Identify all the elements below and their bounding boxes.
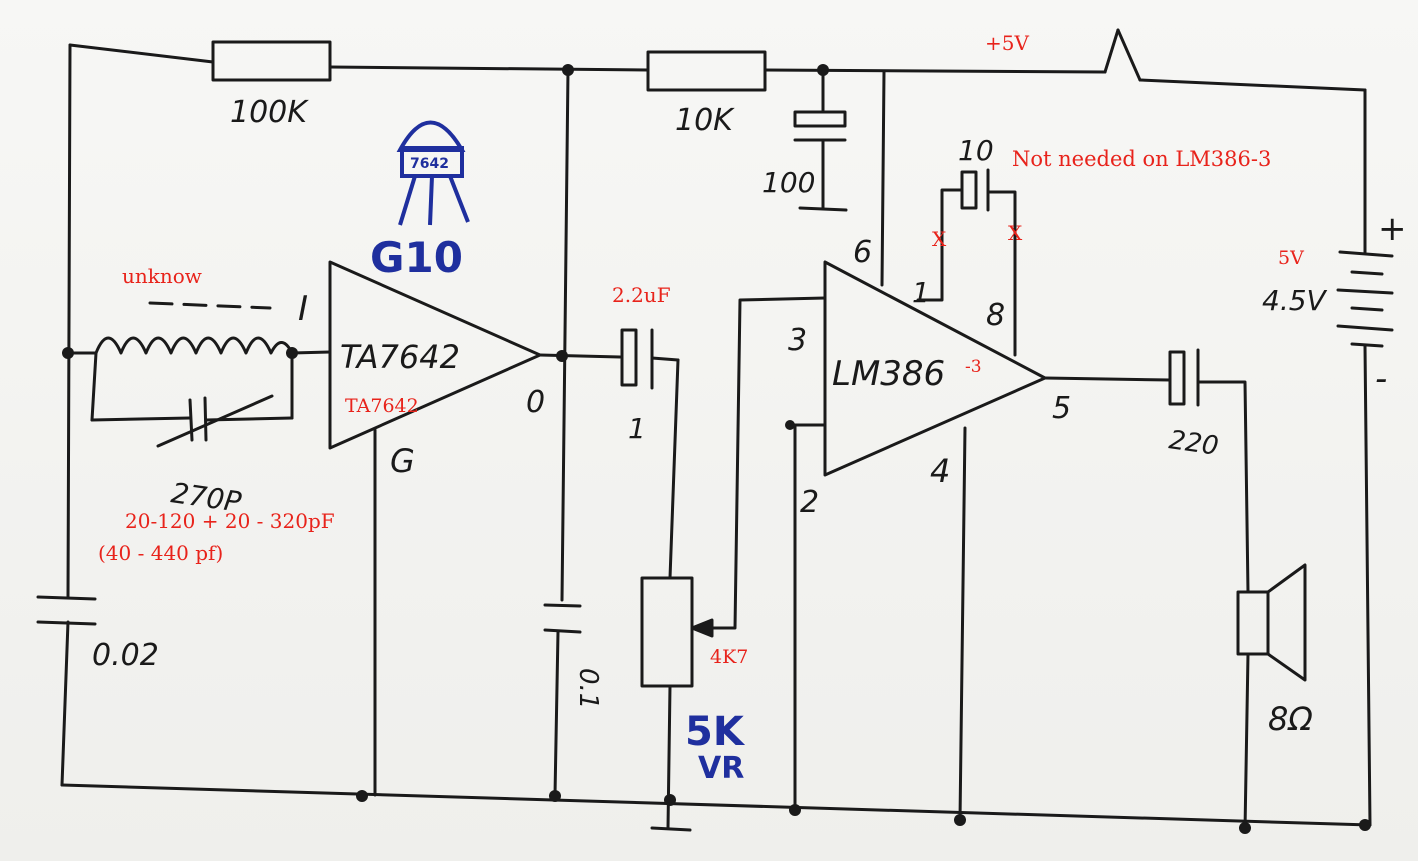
lc-tank: [66, 301, 294, 448]
annotation-lm386-suffix: -3: [965, 357, 982, 377]
capacitor-220: [1043, 348, 1250, 594]
coil: [94, 336, 293, 355]
resistor-10k: [646, 50, 767, 92]
label-battery-plus: +: [1378, 209, 1407, 249]
junction-dots: [62, 64, 1371, 834]
lm386-amplifier: [788, 260, 1047, 822]
blue-transistor-marking: 7642: [410, 156, 449, 172]
power-switch: [1103, 28, 1120, 74]
label-pin3: 3: [788, 323, 807, 358]
label-ta-ground: G: [390, 442, 415, 480]
annotation-unknow: unknow: [122, 264, 202, 288]
annotation-2-2uf: 2.2uF: [612, 283, 671, 307]
label-0-1: 0.1: [573, 668, 603, 709]
label-pin8: 8: [986, 298, 1005, 333]
blue-vr-label: VR: [698, 751, 744, 786]
label-pin1: 1: [912, 276, 930, 309]
blue-g10: G10: [370, 233, 463, 282]
battery: [1336, 88, 1394, 827]
label-ta7642: TA7642: [340, 338, 460, 376]
ta7642-input-wire: [290, 350, 332, 355]
label-pin6: 6: [853, 235, 872, 270]
ta7642-output-wire: [538, 68, 622, 797]
label-lm386: LM386: [832, 354, 945, 394]
blue-vr-value: 5K: [685, 709, 746, 755]
capacitor-2-2uf: [620, 328, 680, 580]
pin6-wire: [880, 70, 886, 287]
annotation-x-pin8: X: [1008, 221, 1023, 245]
speaker: [1236, 563, 1307, 832]
capacitor-10: [916, 168, 1017, 357]
transistor-sketch: [396, 120, 470, 226]
label-battery-voltage: 4.5V: [1262, 284, 1328, 317]
label-10k: 10K: [675, 103, 735, 138]
ta7642-amplifier: [328, 260, 542, 797]
annotation-ta7642: TA7642: [345, 395, 419, 417]
label-battery-minus: -: [1375, 359, 1387, 399]
variable-cap-arrow: [156, 394, 274, 448]
capacitor-0-02: [36, 595, 97, 626]
annotation-4k7: 4K7: [710, 646, 748, 668]
label-220: 220: [1167, 425, 1220, 462]
annotation-x-pin1: X: [932, 227, 947, 251]
label-10: 10: [958, 134, 994, 167]
annotation-not-needed: Not needed on LM386-3: [1012, 147, 1271, 171]
label-ta-input: I: [298, 289, 308, 329]
blue-annotations: 7642 G10 5K VR: [370, 156, 746, 786]
annotation-plus5v: +5V: [985, 31, 1029, 55]
label-pin5: 5: [1052, 391, 1071, 426]
red-annotations: +5V Not needed on LM386-3 X X unknow 2.2…: [98, 31, 1304, 668]
label-ta-output: 0: [526, 385, 545, 420]
label-speaker-impedance: 8Ω: [1268, 700, 1313, 738]
capacitor-100: [793, 68, 848, 212]
label-pin4: 4: [930, 452, 950, 490]
label-pin2: 2: [800, 485, 819, 520]
label-100: 100: [762, 166, 815, 199]
label-0-02: 0.02: [92, 638, 159, 673]
annotation-5v: 5V: [1278, 247, 1304, 269]
handwritten-labels: 100K 10K 100 10 270P 0.02 0.1 1 220 TA76…: [92, 95, 1407, 738]
label-1: 1: [628, 412, 646, 445]
label-100k: 100K: [230, 95, 309, 130]
annotation-cap-total: (40 - 440 pf): [98, 541, 223, 565]
resistor-100k: [211, 40, 332, 82]
annotation-cap-range: 20-120 + 20 - 320pF: [125, 509, 335, 533]
